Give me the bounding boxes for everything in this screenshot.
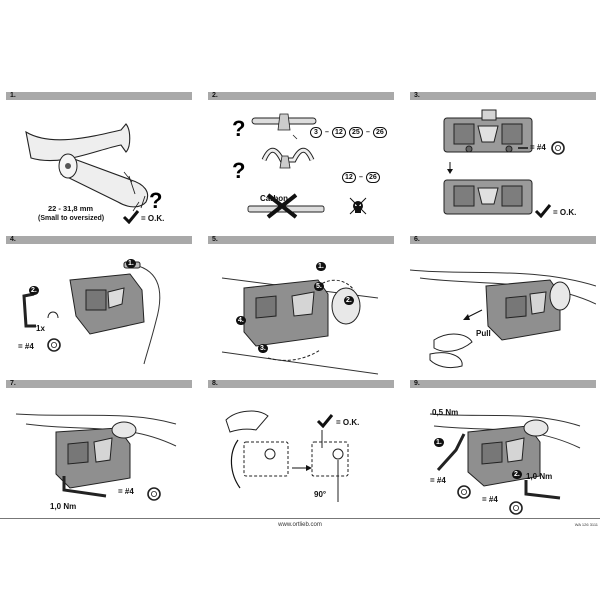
callout-badge: 3. (258, 344, 268, 353)
pull-caption: Pull (476, 329, 491, 338)
hex-key-icon (22, 292, 36, 328)
torque-illustration (15, 413, 177, 501)
step-header-bar: 7. (6, 380, 192, 388)
step-header-bar: 3. (410, 92, 596, 100)
final-torque-illustration (429, 413, 581, 515)
callout-badge: 1. (316, 262, 326, 271)
cross-icon (267, 194, 297, 218)
step-number: 9. (414, 380, 420, 387)
footer-document-id: WA 126 3111 (574, 522, 598, 527)
pull-test-illustration (410, 269, 596, 369)
check-icon (316, 414, 334, 428)
step-number: 2. (212, 92, 218, 99)
step-header-bar: 8. (208, 380, 394, 388)
step-header-bar: 9. (410, 380, 596, 388)
torque-caption: 0,5 Nm (432, 408, 459, 417)
size-dash: – (359, 174, 363, 181)
adapter-check-illustration (443, 109, 565, 215)
check-icon (534, 204, 552, 218)
adapter-unit-bottom (443, 179, 533, 215)
ok-caption: = O.K. (141, 214, 165, 223)
step-header-bar: 4. (6, 236, 192, 244)
size-badge: 3 (310, 127, 322, 138)
step-number: 6. (414, 236, 420, 243)
svg-text:?: ? (149, 188, 162, 213)
step-panel-6: 6. Pull (410, 236, 596, 376)
angle-caption: 90° (314, 490, 327, 499)
step-number: 5. (212, 236, 218, 243)
step-panel-1: 1. ? 22 - 31,8 mm (Small to oversized) =… (6, 92, 192, 232)
torque-caption: 1,0 Nm (526, 472, 553, 481)
question-mark-icon: ? ? (232, 116, 245, 183)
callout-badge: 2. (344, 296, 354, 305)
step-header-bar: 2. (208, 92, 394, 100)
step-panel-7: 7. 1,0 Nm = #4 (6, 380, 192, 520)
instruction-grid: 1. ? 22 - 31,8 mm (Small to oversized) =… (6, 92, 596, 515)
step-number: 7. (10, 380, 16, 387)
callout-badge: 2. (29, 286, 39, 295)
carbon-label-visible: Carbon (260, 194, 288, 203)
ok-caption: = O.K. (336, 418, 360, 427)
step-panel-9: 9. 0,5 Nm 1 (410, 380, 596, 520)
tool-caption: = #4 (18, 342, 34, 351)
callout-badge: 1. (434, 438, 444, 447)
tool-caption: = #4 (118, 487, 134, 496)
tool-caption: = #4 (482, 495, 498, 504)
step-number: 1. (10, 92, 16, 99)
hex-key-icon (62, 476, 107, 498)
cable-lock-illustration (22, 261, 161, 365)
callout-badge: 1. (126, 259, 136, 268)
step-number: 8. (212, 380, 218, 387)
washer-icon (457, 485, 523, 515)
hex-key-icon (436, 433, 561, 500)
step-header-bar: 1. (6, 92, 192, 100)
question-mark-icon: ? (149, 188, 162, 213)
step-header-bar: 5. (208, 236, 394, 244)
step-panel-8: 8. = O.K. 90° (208, 380, 394, 520)
size-badge: 12 (332, 127, 346, 138)
step-panel-5: 5. 1. 2. 3. 4. 5. (208, 236, 394, 376)
adapter-unit-top (443, 109, 533, 153)
callout-badge: 5. (314, 282, 324, 291)
step-number: 4. (10, 236, 16, 243)
tool-caption: = #4 (430, 476, 446, 485)
callout-badge: 2. (512, 470, 522, 479)
range-caption: (Small to oversized) (38, 215, 105, 222)
check-icon (122, 210, 140, 224)
size-badge: 12 (342, 172, 356, 183)
handlebar-diameter-illustration: ? (25, 123, 162, 213)
step-panel-4: 4. 1. 2. 1x (6, 236, 192, 376)
washer-icon (551, 141, 565, 155)
size-dash: – (325, 129, 329, 136)
step-panel-3: 3. (410, 92, 596, 232)
footer-divider (0, 518, 600, 519)
step-header-bar: 6. (410, 236, 596, 244)
size-dash: – (366, 129, 370, 136)
callout-badge: 4. (236, 316, 246, 325)
size-badge: 26 (373, 127, 387, 138)
mounting-illustration (221, 277, 379, 375)
step-number: 3. (414, 92, 420, 99)
footer-url: www.ortlieb.com (278, 522, 322, 528)
rotate-icon (47, 311, 59, 319)
compatibility-illustration: ? ? (232, 113, 367, 219)
step-panel-2: 2. ? ? (208, 92, 394, 232)
size-badge: 25 (349, 127, 363, 138)
svg-text:?: ? (232, 158, 245, 183)
turn-caption: 1x (36, 324, 45, 333)
torque-caption: 1,0 Nm (50, 502, 77, 511)
tool-caption: = #4 (530, 143, 546, 152)
rotation-check-illustration (225, 410, 349, 502)
svg-text:?: ? (232, 116, 245, 141)
washer-icon (47, 338, 61, 352)
skull-icon (349, 197, 367, 215)
ok-caption: = O.K. (553, 208, 577, 217)
size-badge: 26 (366, 172, 380, 183)
washer-icon (147, 487, 161, 501)
diameter-caption: 22 - 31,8 mm (48, 204, 94, 213)
